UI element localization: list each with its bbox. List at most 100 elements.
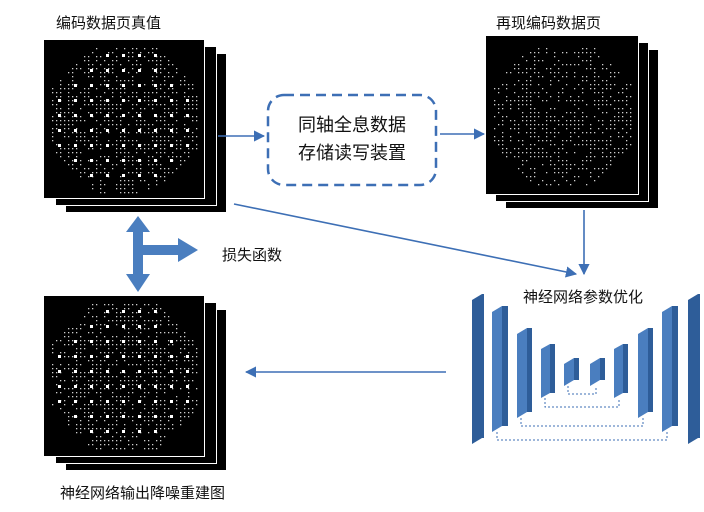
pattern-dot bbox=[116, 388, 118, 390]
pattern-dot bbox=[100, 108, 102, 110]
pattern-dot bbox=[180, 148, 182, 150]
pattern-dot bbox=[164, 348, 166, 350]
pattern-dot bbox=[132, 96, 134, 98]
pattern-dot bbox=[132, 352, 134, 354]
pattern-dot bbox=[614, 156, 616, 158]
pattern-dot bbox=[172, 376, 174, 378]
pattern-dot bbox=[72, 416, 74, 418]
pattern-dot bbox=[590, 88, 592, 90]
pattern-dot bbox=[172, 64, 174, 66]
pattern-dot bbox=[72, 104, 74, 106]
pattern-dot bbox=[84, 348, 86, 350]
pattern-dot bbox=[112, 68, 114, 70]
pattern-dot bbox=[594, 104, 596, 106]
pattern-dot bbox=[72, 112, 74, 114]
pattern-dot bbox=[120, 312, 122, 314]
pattern-dot bbox=[92, 368, 94, 370]
pattern-dot bbox=[144, 388, 146, 390]
pattern-marker bbox=[58, 129, 61, 132]
pattern-dot bbox=[72, 372, 74, 374]
pattern-dot bbox=[160, 348, 162, 350]
pattern-dot bbox=[52, 364, 54, 366]
pattern-dot bbox=[606, 112, 608, 114]
pattern-dot bbox=[526, 148, 528, 150]
pattern-dot bbox=[140, 396, 142, 398]
pattern-dot bbox=[60, 148, 62, 150]
pattern-dot bbox=[112, 364, 114, 366]
pattern-dot bbox=[128, 416, 130, 418]
pattern-dot bbox=[164, 312, 166, 314]
pattern-dot bbox=[116, 152, 118, 154]
pattern-dot bbox=[136, 72, 138, 74]
pattern-dot bbox=[56, 96, 58, 98]
pattern-dot bbox=[100, 376, 102, 378]
pattern-dot bbox=[104, 360, 106, 362]
pattern-dot bbox=[196, 104, 198, 106]
pattern-dot bbox=[510, 128, 512, 130]
pattern-dot bbox=[156, 352, 158, 354]
pattern-dot bbox=[156, 76, 158, 78]
pattern-dot bbox=[598, 128, 600, 130]
pattern-marker bbox=[138, 54, 141, 57]
pattern-dot bbox=[582, 52, 584, 54]
pattern-dot bbox=[80, 116, 82, 118]
pattern-dot bbox=[96, 120, 98, 122]
pattern-dot bbox=[140, 376, 142, 378]
pattern-dot bbox=[152, 100, 154, 102]
pattern-dot bbox=[152, 320, 154, 322]
pattern-dot bbox=[108, 440, 110, 442]
pattern-dot bbox=[518, 168, 520, 170]
pattern-dot bbox=[514, 68, 516, 70]
pattern-dot bbox=[72, 376, 74, 378]
pattern-dot bbox=[590, 84, 592, 86]
pattern-dot bbox=[112, 108, 114, 110]
pattern-dot bbox=[72, 72, 74, 74]
pattern-dot bbox=[148, 392, 150, 394]
pattern-dot bbox=[630, 116, 632, 118]
pattern-dot bbox=[630, 84, 632, 86]
pattern-dot bbox=[84, 172, 86, 174]
pattern-dot bbox=[534, 136, 536, 138]
pattern-dot bbox=[518, 64, 520, 66]
pattern-dot bbox=[80, 92, 82, 94]
pattern-dot bbox=[156, 140, 158, 142]
pattern-dot bbox=[116, 164, 118, 166]
reproduced-page-stack bbox=[486, 36, 666, 211]
pattern-dot bbox=[534, 168, 536, 170]
pattern-dot bbox=[88, 380, 90, 382]
pattern-dot bbox=[60, 96, 62, 98]
pattern-dot bbox=[68, 124, 70, 126]
pattern-dot bbox=[606, 140, 608, 142]
pattern-marker bbox=[74, 114, 77, 117]
pattern-marker bbox=[122, 114, 125, 117]
pattern-dot bbox=[602, 64, 604, 66]
pattern-marker bbox=[90, 325, 93, 328]
pattern-dot bbox=[148, 360, 150, 362]
pattern-dot bbox=[168, 140, 170, 142]
pattern-dot bbox=[196, 144, 198, 146]
pattern-marker bbox=[106, 114, 109, 117]
pattern-marker bbox=[106, 84, 109, 87]
pattern-dot bbox=[554, 172, 556, 174]
pattern-dot bbox=[116, 124, 118, 126]
pattern-dot bbox=[156, 64, 158, 66]
pattern-dot bbox=[52, 372, 54, 374]
pattern-marker bbox=[106, 310, 109, 313]
pattern-dot bbox=[144, 320, 146, 322]
pattern-dot bbox=[626, 120, 628, 122]
true-page-pattern bbox=[52, 48, 198, 194]
pattern-marker bbox=[138, 129, 141, 132]
pattern-dot bbox=[128, 72, 130, 74]
pattern-dot bbox=[518, 148, 520, 150]
pattern-dot bbox=[140, 148, 142, 150]
pattern-dot bbox=[152, 92, 154, 94]
pattern-dot bbox=[618, 112, 620, 114]
pattern-dot bbox=[140, 352, 142, 354]
pattern-marker bbox=[138, 370, 141, 373]
pattern-dot bbox=[132, 420, 134, 422]
pattern-dot bbox=[68, 164, 70, 166]
pattern-dot bbox=[136, 124, 138, 126]
pattern-dot bbox=[104, 72, 106, 74]
pattern-dot bbox=[88, 140, 90, 142]
device-line-1: 同轴全息数据 bbox=[298, 115, 406, 136]
